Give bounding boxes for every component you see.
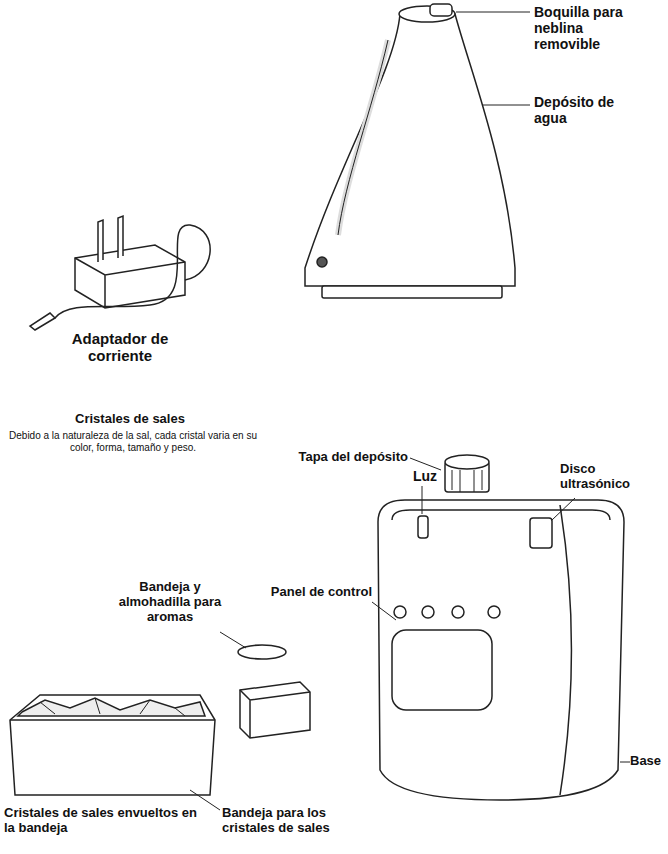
section-heading: Cristales de sales <box>10 412 250 427</box>
part-label: Base <box>630 754 664 769</box>
part-label: Disco ultrasónico <box>560 462 660 492</box>
base-front-line <box>560 505 571 795</box>
aroma-tray <box>240 682 310 738</box>
reservoir-cap-top <box>445 455 489 469</box>
adapter-prongs <box>98 216 123 262</box>
part-label: Bandeja y almohadilla para aromas <box>110 580 230 625</box>
part-label: Depósito de agua <box>534 94 624 126</box>
tank-edge <box>338 40 388 235</box>
tank-foot <box>322 286 502 298</box>
note-text: Debido a la naturaleza de la sal, cada c… <box>8 430 258 453</box>
salt-crystals <box>18 698 205 716</box>
adapter-cable <box>55 225 210 318</box>
tank-logo <box>317 257 327 267</box>
part-label: Adaptador de corriente <box>50 330 190 365</box>
salt-tray-top <box>10 719 215 721</box>
base-light <box>418 516 428 538</box>
base-opening <box>392 630 492 710</box>
part-label: Bandeja para los cristales de sales <box>222 806 362 836</box>
leader-lines <box>190 12 630 810</box>
part-label: Tapa del depósito <box>290 450 408 465</box>
adapter-body <box>75 245 185 308</box>
salt-crystal-lines <box>40 698 185 716</box>
tank-highlight <box>338 40 388 235</box>
aroma-tray-edge <box>240 690 310 738</box>
part-label: Boquilla para neblina removible <box>534 4 644 52</box>
ultrasonic-disc <box>530 518 552 548</box>
salt-tray <box>10 695 215 795</box>
reservoir-cap-ribs <box>452 470 482 492</box>
humidifier-base <box>378 500 624 800</box>
water-tank <box>305 14 515 286</box>
part-label: Cristales de sales envueltos en la bande… <box>4 806 204 836</box>
adapter-edge <box>75 258 185 308</box>
part-label: Panel de control <box>262 585 372 600</box>
part-label: Luz <box>405 468 445 484</box>
adapter-plug <box>30 313 55 330</box>
mist-nozzle-spout <box>430 4 452 16</box>
control-panel <box>394 606 500 618</box>
